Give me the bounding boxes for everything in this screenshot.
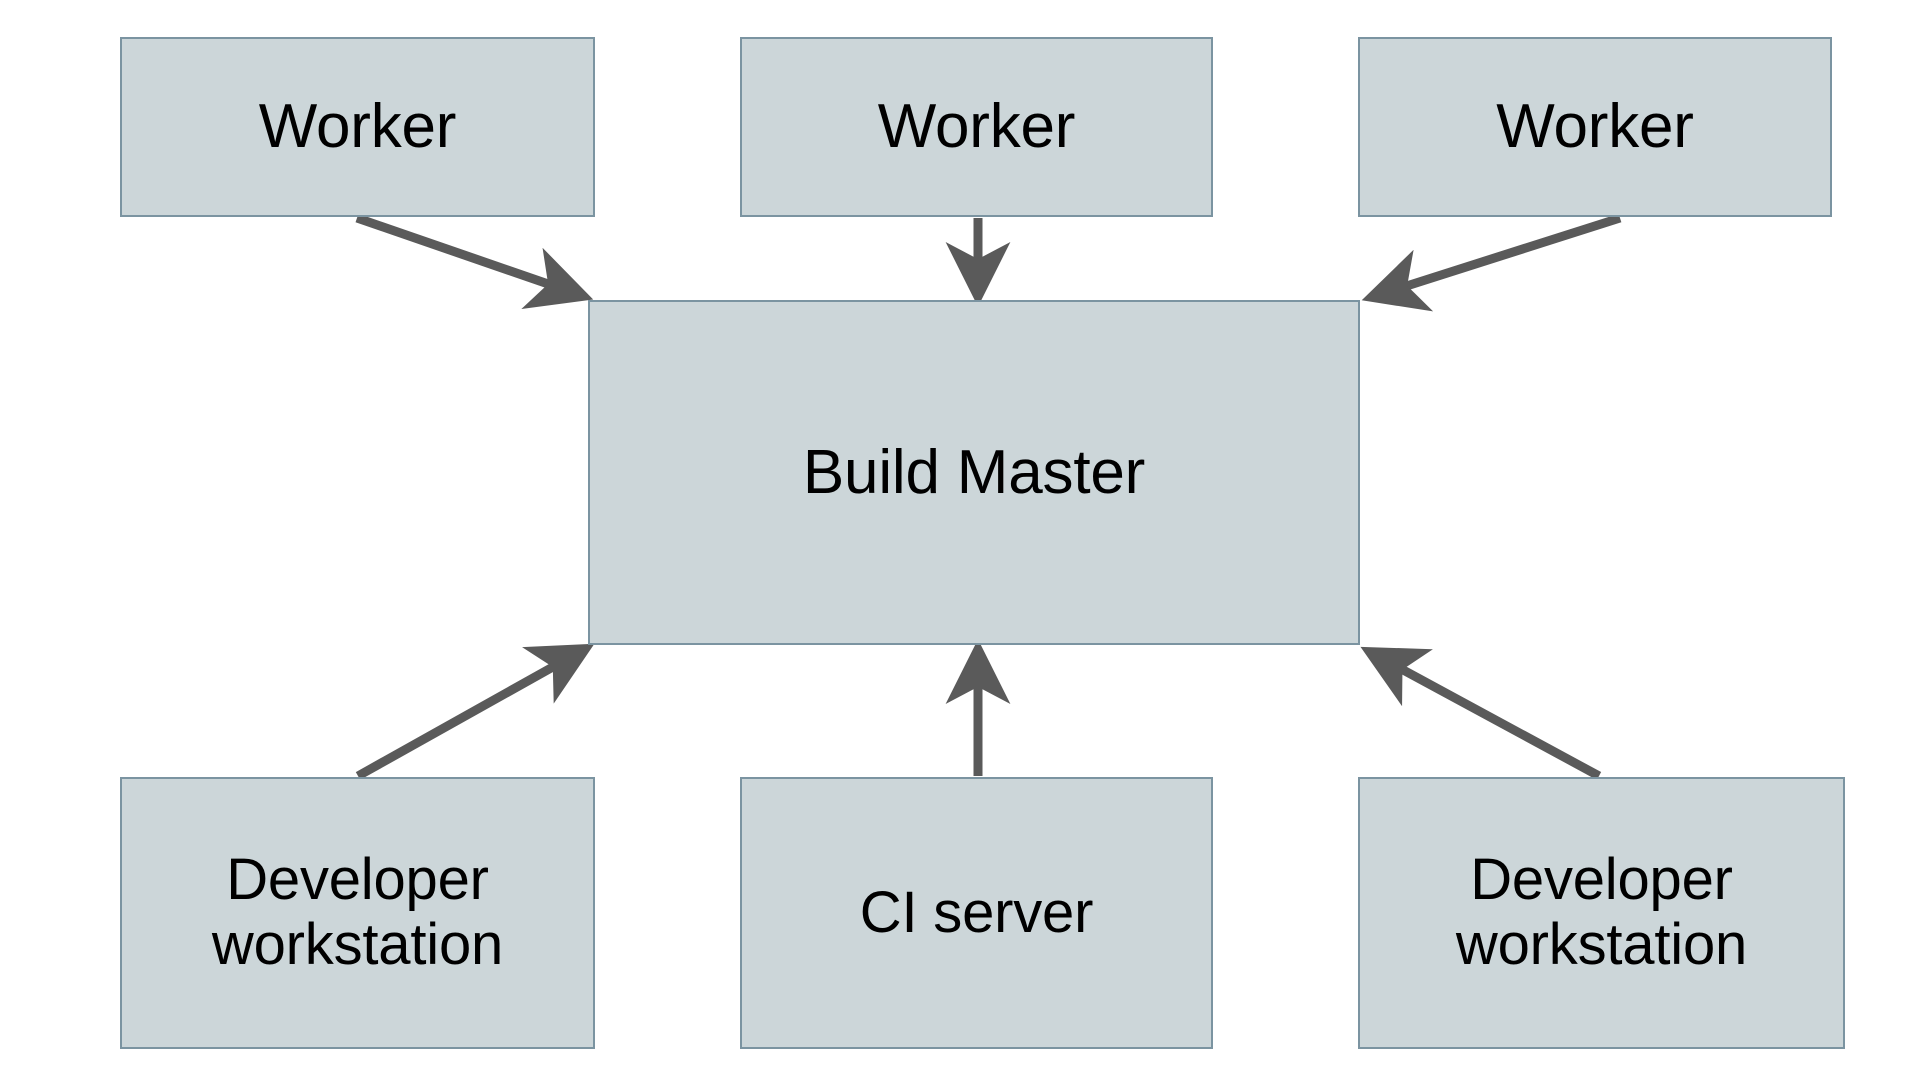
node-worker-1[interactable]: Worker bbox=[120, 37, 595, 217]
edge-worker-1-to-build-master bbox=[355, 213, 594, 310]
node-developer-workstation-right[interactable]: Developer workstation bbox=[1358, 777, 1845, 1049]
edge-worker-3-to-build-master bbox=[1361, 213, 1622, 312]
node-developer-workstation-right-label: Developer workstation bbox=[1455, 847, 1748, 977]
node-worker-3[interactable]: Worker bbox=[1358, 37, 1832, 217]
node-worker-1-label: Worker bbox=[258, 92, 457, 162]
edge-dev-right-to-build-master bbox=[1360, 646, 1602, 780]
node-developer-workstation-left[interactable]: Developer workstation bbox=[120, 777, 595, 1049]
node-worker-2[interactable]: Worker bbox=[740, 37, 1213, 217]
node-ci-server[interactable]: CI server bbox=[740, 777, 1213, 1049]
node-worker-3-label: Worker bbox=[1496, 92, 1694, 162]
node-build-master-label: Build Master bbox=[802, 437, 1146, 507]
node-build-master[interactable]: Build Master bbox=[588, 300, 1360, 645]
node-developer-workstation-left-label: Developer workstation bbox=[211, 847, 504, 977]
edge-dev-left-to-build-master bbox=[355, 643, 595, 780]
node-ci-server-label: CI server bbox=[859, 879, 1094, 945]
node-worker-2-label: Worker bbox=[877, 92, 1076, 162]
